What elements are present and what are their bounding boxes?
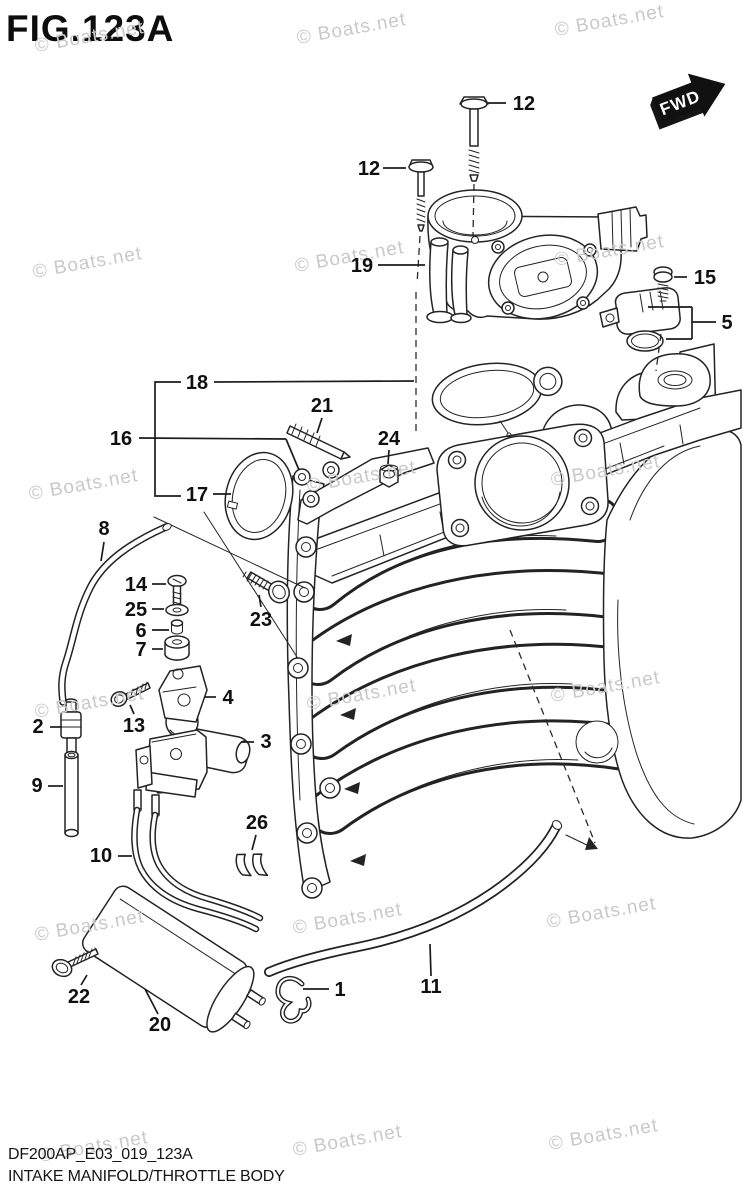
- leader-line-21: [316, 417, 323, 434]
- figure-title: FIG.123A: [6, 8, 175, 49]
- part-label-25: 25: [125, 599, 147, 621]
- watermark: © Boats.net: [545, 893, 658, 933]
- watermark: © Boats.net: [31, 243, 144, 283]
- leader-line-16: [285, 438, 300, 471]
- part-label-23: 23: [250, 609, 272, 631]
- leader-line-18: [213, 380, 415, 383]
- leader-line-11: [429, 943, 432, 977]
- part-label-17: 17: [186, 484, 208, 506]
- watermark: © Boats.net: [27, 465, 140, 505]
- part-label-26: 26: [246, 812, 268, 834]
- part-label-12: 12: [358, 158, 380, 180]
- watermark: © Boats.net: [33, 17, 146, 57]
- part-label-19: 19: [351, 255, 373, 277]
- leader-line-20: [144, 988, 159, 1015]
- watermark: © Boats.net: [553, 1, 666, 41]
- part-label-13: 13: [123, 715, 145, 737]
- leader-line-22: [80, 974, 88, 986]
- part-label-15: 15: [694, 267, 716, 289]
- drawing-code: DF200AP_E03_019_123A: [8, 1146, 193, 1163]
- part-label-24: 24: [378, 428, 401, 450]
- leader-line-16: [138, 437, 287, 440]
- part-label-3: 3: [260, 731, 271, 753]
- leader-line-26: [251, 834, 257, 851]
- part-label-7: 7: [135, 639, 146, 661]
- part-label-4: 4: [222, 687, 234, 709]
- leader-line-23: [258, 594, 262, 608]
- manifold-drawing: [51, 96, 742, 1033]
- drawing-footer: DF200AP_E03_019_123A INTAKE MANIFOLD/THR…: [8, 1146, 285, 1186]
- part-label-22: 22: [68, 986, 90, 1008]
- part-label-9: 9: [31, 775, 42, 797]
- watermark: © Boats.net: [291, 899, 404, 939]
- fwd-arrow-icon: [652, 73, 726, 123]
- part-label-5: 5: [721, 312, 732, 334]
- part-label-6: 6: [135, 620, 146, 642]
- part-label-20: 20: [149, 1014, 171, 1036]
- leader-line-13: [129, 704, 135, 715]
- part-label-1: 1: [334, 979, 345, 1001]
- part-label-11: 11: [420, 976, 441, 998]
- watermark: © Boats.net: [293, 237, 406, 277]
- leader-line-18: [154, 381, 181, 497]
- leader-line-8: [100, 541, 105, 562]
- part-label-8: 8: [98, 518, 109, 540]
- part-label-14: 14: [125, 574, 148, 596]
- part-label-12: 12: [513, 93, 535, 115]
- part-label-18: 18: [186, 372, 208, 394]
- part-label-21: 21: [311, 395, 333, 417]
- watermark: © Boats.net: [295, 9, 408, 49]
- fwd-direction-badge: FWD: [650, 73, 726, 130]
- leader-line-24: [387, 449, 390, 465]
- watermark: © Boats.net: [547, 1115, 660, 1155]
- watermark: © Boats.net: [291, 1121, 404, 1161]
- part-label-10: 10: [90, 845, 112, 867]
- part-label-16: 16: [110, 428, 132, 450]
- drawing-title: INTAKE MANIFOLD/THROTTLE BODY: [8, 1168, 285, 1185]
- part-label-2: 2: [32, 716, 43, 738]
